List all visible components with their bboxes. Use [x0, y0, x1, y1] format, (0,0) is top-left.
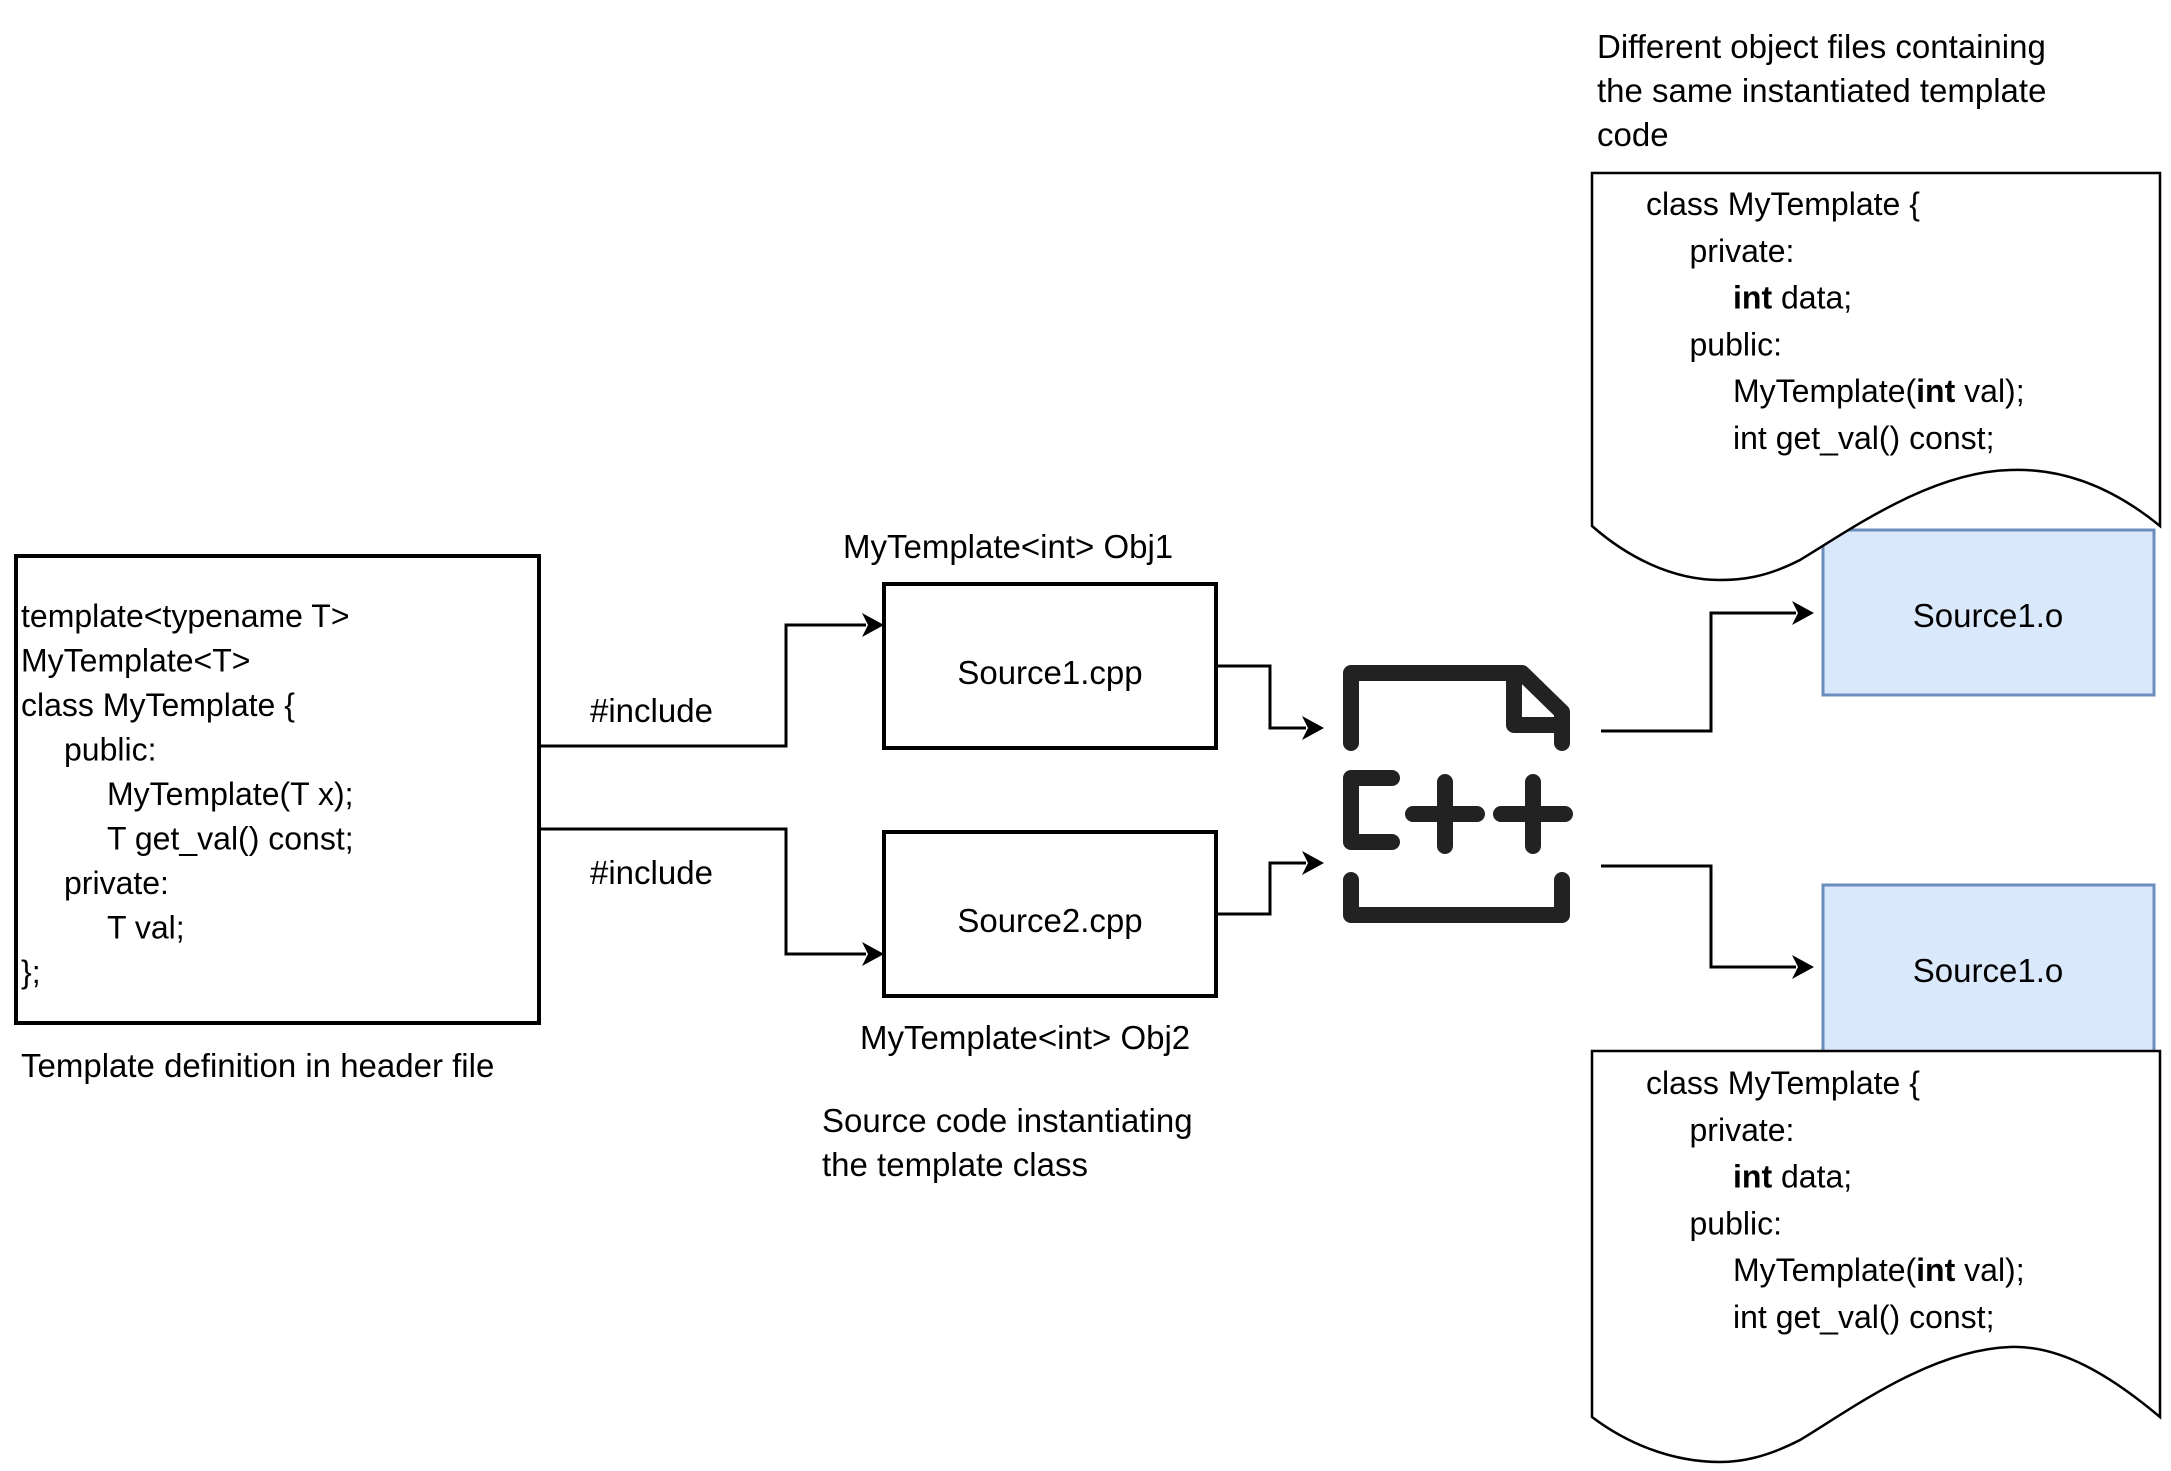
object-bottom-box[interactable]: [1821, 883, 2156, 1057]
edge-compiler-object-top-line[interactable]: [1601, 611, 1796, 733]
objects-caption-line-2: the same instantiated template: [1597, 72, 2046, 109]
code-text: val);: [1955, 1252, 2024, 1288]
document-shape-top[interactable]: [1590, 171, 2162, 582]
cpp-icon-page-fold: [1506, 670, 1566, 733]
edge-source2-compiler[interactable]: [1216, 851, 1324, 916]
instantiated-code-line: private:: [1690, 1112, 1795, 1148]
object-top-box[interactable]: [1821, 528, 2156, 697]
code-text: class MyTemplate {: [1646, 1065, 1920, 1101]
header-code-line: class MyTemplate {: [21, 687, 295, 723]
cpp-icon-bracket: [1343, 770, 1400, 850]
edge-compiler-object-bottom[interactable]: [1601, 864, 1814, 979]
source1-label: Source1.cpp: [957, 654, 1142, 691]
edge-include-top-line[interactable]: [539, 623, 866, 748]
arrowhead-icon: [1302, 851, 1324, 875]
header-code-line: template<typename T>: [21, 598, 350, 634]
code-text: public:: [1690, 1205, 1783, 1241]
header-code-line: MyTemplate<T>: [21, 643, 250, 679]
instantiated-code-line: public:: [1690, 326, 1783, 362]
instantiated-code-line: class MyTemplate {: [1646, 1065, 1920, 1101]
header-code-line: T val;: [107, 910, 185, 946]
code-text: val);: [1955, 373, 2024, 409]
header-code-line: };: [21, 954, 41, 990]
edge-include-bottom[interactable]: [539, 827, 884, 966]
cpp-icon-plus-2: [1493, 774, 1573, 854]
code-text: data;: [1772, 280, 1852, 316]
instantiated-code-line: MyTemplate(int val);: [1733, 373, 2025, 409]
instantiated-code-doc-bottom[interactable]: class MyTemplate { private: int data; publi…: [1590, 1049, 2162, 1464]
cpp-icon-page-bottom: [1343, 872, 1570, 923]
object-bottom-node[interactable]: Source1.o: [1821, 883, 2156, 1057]
edge-source1-compiler[interactable]: [1216, 664, 1324, 740]
header-code-line: public:: [64, 732, 157, 768]
header-file-code: template<typename T> MyTemplate<T> class M…: [21, 598, 354, 990]
edge-include-top-label: #include: [590, 692, 713, 729]
arrowhead-icon: [862, 942, 884, 966]
header-file-node[interactable]: template<typename T> MyTemplate<T> class M…: [14, 554, 541, 1025]
code-keyword: int: [1733, 1159, 1772, 1195]
instantiated-code-line: MyTemplate(int val);: [1733, 1252, 2025, 1288]
code-keyword: int: [1916, 1252, 1955, 1288]
edge-include-bottom-label: #include: [590, 854, 713, 891]
code-text: public:: [1690, 326, 1783, 362]
edge-source1-compiler-line[interactable]: [1216, 664, 1306, 730]
code-text: class MyTemplate {: [1646, 186, 1920, 222]
header-code-line: MyTemplate(T x);: [107, 776, 354, 812]
instantiated-code-bottom: class MyTemplate { private: int data; publi…: [1646, 1065, 2025, 1335]
object-top-label: Source1.o: [1913, 597, 2063, 634]
object-bottom-label: Source1.o: [1913, 952, 2063, 989]
source2-node[interactable]: Source2.cpp: [882, 830, 1218, 998]
edge-include-top[interactable]: [539, 613, 884, 748]
instantiated-code-line: int data;: [1733, 280, 1852, 316]
header-file-caption: Template definition in header file: [21, 1047, 494, 1084]
code-text: MyTemplate(: [1733, 1252, 1917, 1288]
arrowhead-icon: [1302, 716, 1324, 740]
instantiated-code-line: int data;: [1733, 1159, 1852, 1195]
edge-compiler-object-top[interactable]: [1601, 601, 1814, 733]
sources-caption-line-1: Source code instantiating: [822, 1102, 1193, 1139]
edge-include-bottom-line[interactable]: [539, 827, 866, 956]
code-text: private:: [1690, 1112, 1795, 1148]
instantiated-code-line: int get_val() const;: [1733, 1299, 1994, 1335]
sources-caption-line-2: the template class: [822, 1146, 1088, 1183]
arrowhead-icon: [1792, 601, 1814, 625]
instantiated-code-line: int get_val() const;: [1733, 420, 1994, 456]
header-code-line: T get_val() const;: [107, 821, 354, 857]
source1-node[interactable]: Source1.cpp: [882, 582, 1218, 750]
header-code-line: private:: [64, 865, 169, 901]
instantiated-code-line: public:: [1690, 1205, 1783, 1241]
document-shape-bottom[interactable]: [1590, 1049, 2162, 1464]
source2-label: Source2.cpp: [957, 902, 1142, 939]
code-text: MyTemplate(: [1733, 373, 1917, 409]
source2-instance-label: MyTemplate<int> Obj2: [860, 1019, 1190, 1056]
instantiated-code-top: class MyTemplate { private: int data; publi…: [1646, 186, 2025, 456]
code-text: int get_val() const;: [1733, 420, 1994, 456]
header-file-box[interactable]: [14, 554, 541, 1025]
arrowhead-icon: [862, 613, 884, 637]
code-keyword: int: [1733, 280, 1772, 316]
objects-caption-line-3: code: [1597, 116, 1669, 153]
instantiated-code-line: private:: [1690, 233, 1795, 269]
instantiated-code-doc-top[interactable]: class MyTemplate { private: int data; publi…: [1590, 171, 2162, 582]
object-top-node[interactable]: Source1.o: [1821, 528, 2156, 697]
objects-caption-line-1: Different object files containing: [1597, 28, 2046, 65]
arrowhead-icon: [1792, 955, 1814, 979]
edge-compiler-object-bottom-line[interactable]: [1601, 864, 1796, 969]
code-text: private:: [1690, 233, 1795, 269]
source1-instance-label: MyTemplate<int> Obj1: [843, 528, 1173, 565]
edge-source2-compiler-line[interactable]: [1216, 861, 1306, 916]
code-text: data;: [1772, 1159, 1852, 1195]
cpp-icon-plus-1: [1405, 774, 1485, 854]
cpp-file-icon[interactable]: [1343, 665, 1573, 923]
instantiated-code-line: class MyTemplate {: [1646, 186, 1920, 222]
code-keyword: int: [1916, 373, 1955, 409]
code-text: int get_val() const;: [1733, 1299, 1994, 1335]
